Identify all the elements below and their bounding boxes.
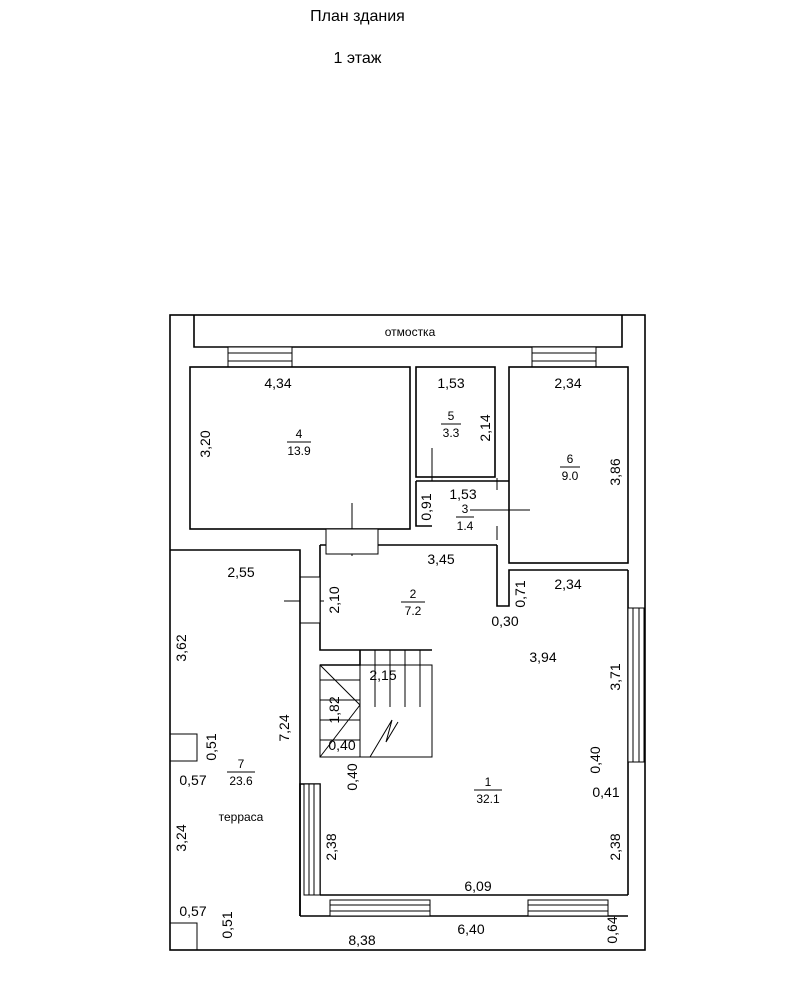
room-4-label: 4 13.9 xyxy=(287,427,311,458)
room-3-number: 3 xyxy=(462,502,469,516)
dim-room-1-right-3: 0,41 xyxy=(592,784,619,800)
window-bottom-left xyxy=(329,899,431,917)
room-3-area: 1.4 xyxy=(457,519,474,533)
room-2-number: 2 xyxy=(410,587,417,601)
dim-terrace-full: 7,24 xyxy=(276,714,292,741)
dim-terrace-height-1: 3,62 xyxy=(173,634,189,661)
room-5-label: 5 3.3 xyxy=(441,409,461,440)
room-5-area: 3.3 xyxy=(443,426,460,440)
dim-room-1-right-1: 3,71 xyxy=(607,663,623,690)
otmostka-label: отмостка xyxy=(385,325,436,339)
dim-stair-b: 0,40 xyxy=(344,763,360,790)
dim-external-bottom-2: 6,40 xyxy=(457,921,484,937)
room-2-door-opening xyxy=(325,528,379,555)
room-4 xyxy=(189,366,411,530)
room-7-area: 23.6 xyxy=(229,774,253,788)
room-1-top-wall xyxy=(496,545,628,607)
dim-room-5-height: 2,14 xyxy=(477,414,493,441)
dim-room-1-step: 0,30 xyxy=(491,613,518,629)
room-1-label: 1 32.1 xyxy=(474,775,502,806)
dim-room-1-top-height: 0,71 xyxy=(512,580,528,607)
room-3-wall-left xyxy=(415,481,432,527)
dim-room-1-bottom: 6,09 xyxy=(464,878,491,894)
window-top-left xyxy=(227,346,293,368)
dim-room-4-width: 4,34 xyxy=(264,375,291,391)
floor-label: 1 этаж xyxy=(333,50,382,67)
room-4-area: 13.9 xyxy=(287,444,311,458)
room-6-number: 6 xyxy=(567,452,574,466)
room-3-label: 3 1.4 xyxy=(456,502,474,533)
terrace-label: терраса xyxy=(219,810,264,824)
dim-terrace-height-2: 3,24 xyxy=(173,824,189,851)
dim-room-4-height: 3,20 xyxy=(197,430,213,457)
dim-terrace-top: 2,55 xyxy=(227,564,254,580)
dim-external-corner: 0,64 xyxy=(604,916,620,943)
dim-external-bottom-1: 8,38 xyxy=(348,932,375,948)
room-2-label: 2 7.2 xyxy=(401,587,425,618)
room-2-area: 7.2 xyxy=(405,604,422,618)
terrace-post-1 xyxy=(169,733,198,762)
dim-stair-a: 0,40 xyxy=(328,737,355,753)
otmostka-strip xyxy=(193,315,623,348)
dim-room-2-height: 2,10 xyxy=(326,586,342,613)
dim-terrace-box-2-width: 0,57 xyxy=(179,903,206,919)
dim-room-6-width: 2,34 xyxy=(554,375,581,391)
dim-room-3-width: 1,53 xyxy=(449,486,476,502)
room-6-label: 6 9.0 xyxy=(560,452,580,483)
room-5 xyxy=(415,366,496,478)
dim-room-1-middle: 3,94 xyxy=(529,649,556,665)
room-7-label: 7 23.6 xyxy=(227,757,255,788)
dim-room-2-width: 3,45 xyxy=(427,551,454,567)
dim-room-1-left: 2,38 xyxy=(323,833,339,860)
dim-room-1-top-width: 2,34 xyxy=(554,576,581,592)
dim-terrace-box-1-width: 0,57 xyxy=(179,772,206,788)
room-6 xyxy=(508,366,629,564)
room-6-area: 9.0 xyxy=(562,469,579,483)
window-left xyxy=(303,783,321,896)
dim-terrace-box-1-height: 0,51 xyxy=(203,733,219,760)
staircase xyxy=(319,650,433,758)
room-4-number: 4 xyxy=(296,427,303,441)
dim-stair-height: 1,82 xyxy=(326,696,342,723)
terrace-wall xyxy=(170,549,301,916)
room-5-number: 5 xyxy=(448,409,455,423)
dim-room-3-height: 0,91 xyxy=(418,493,434,520)
room-2-opening xyxy=(299,576,321,624)
room-7-number: 7 xyxy=(238,757,245,771)
dim-room-5-width: 1,53 xyxy=(437,375,464,391)
room-1-number: 1 xyxy=(485,775,492,789)
dim-terrace-box-2-height: 0,51 xyxy=(219,911,235,938)
dim-room-6-height: 3,86 xyxy=(607,458,623,485)
room-1-area: 32.1 xyxy=(476,792,500,806)
window-bottom-right xyxy=(527,899,609,917)
dim-room-1-right-2: 0,40 xyxy=(587,746,603,773)
dim-stair-width: 2,15 xyxy=(369,667,396,683)
window-right xyxy=(627,607,645,763)
window-top-right xyxy=(531,346,597,368)
terrace-post-2 xyxy=(169,922,198,951)
plan-border xyxy=(169,314,646,951)
dim-room-1-right-4: 2,38 xyxy=(607,833,623,860)
plan-title: План здания xyxy=(310,8,405,25)
